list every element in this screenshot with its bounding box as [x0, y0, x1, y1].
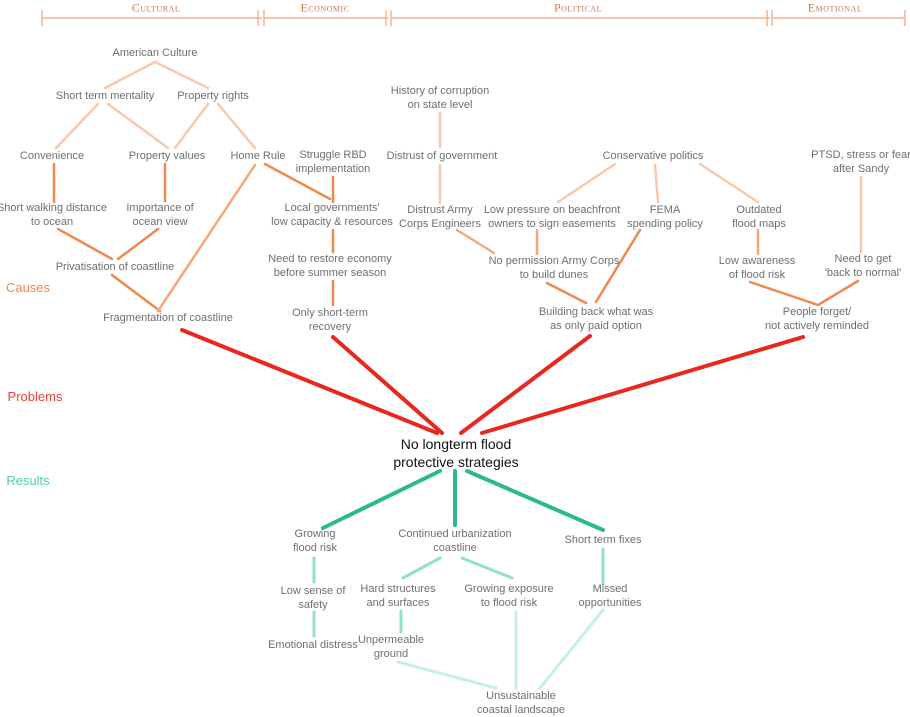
- node-short-term-fixes: Short term fixes: [564, 534, 642, 546]
- edge-8: [56, 227, 114, 261]
- node-local-governments: Local governments' low capacity & resour…: [271, 202, 393, 228]
- node-importance-ocean-view: Importance of ocean view: [126, 202, 194, 228]
- edge-9: [116, 227, 160, 261]
- node-american-culture: American Culture: [112, 47, 198, 59]
- node-continued-urbanization: Continued urbanization coastline: [398, 528, 512, 554]
- node-unsustainable-landscape: Unsustainable coastal landscape: [476, 690, 566, 716]
- node-missed-opportunities: Missed opportunities: [578, 583, 642, 609]
- node-unpermeable-ground: Unpermeable ground: [357, 634, 425, 660]
- edge-3: [106, 102, 170, 150]
- node-property-values: Property values: [128, 150, 206, 162]
- column-label-emotional: Emotional: [807, 0, 863, 15]
- node-distrust-army-corps: Distrust Army Corps Engineers: [399, 204, 481, 230]
- edge-26: [748, 280, 820, 307]
- column-label-economic: Economic: [300, 0, 350, 15]
- edge-1: [153, 60, 210, 90]
- category-label-results: Results: [6, 473, 50, 488]
- node-growing-flood-risk: Growing flood risk: [292, 528, 338, 554]
- node-history-corruption: History of corruption on state level: [390, 85, 490, 111]
- edge-4: [173, 102, 210, 150]
- node-emotional-distress: Emotional distress: [268, 639, 358, 651]
- node-no-permission-army-corps: No permission Army Corps to build dunes: [488, 255, 620, 281]
- node-fragmentation-coastline: Fragmentation of coastline: [103, 312, 233, 324]
- edge-21: [698, 162, 760, 204]
- column-header-bar: [41, 10, 906, 26]
- category-label-causes: Causes: [5, 280, 51, 295]
- node-short-term-mentality: Short term mentality: [55, 90, 155, 102]
- node-outdated-flood-maps: Outdated flood maps: [732, 204, 786, 230]
- edge-20: [653, 163, 660, 204]
- node-hard-structures: Hard structures and surfaces: [360, 583, 436, 609]
- node-no-longterm-strategies: No longterm flood protective strategies: [393, 436, 519, 470]
- edge-42: [396, 660, 498, 690]
- node-low-sense-safety: Low sense of safety: [280, 585, 346, 611]
- edge-0: [103, 60, 157, 90]
- node-restore-economy: Need to restore economy before summer se…: [268, 253, 392, 279]
- node-low-pressure: Low pressure on beachfront owners to sig…: [483, 204, 621, 230]
- edge-24: [545, 281, 588, 305]
- node-fema-policy: FEMA spending policy: [627, 204, 703, 230]
- node-ptsd-stress: PTSD, stress or fear after Sandy: [811, 149, 910, 175]
- edge-39: [460, 556, 514, 580]
- edge-44: [538, 608, 605, 690]
- edge-11: [156, 163, 257, 313]
- edge-30: [331, 335, 444, 435]
- edge-2: [54, 102, 100, 150]
- edge-29: [180, 328, 439, 435]
- edge-38: [401, 556, 442, 580]
- node-distrust-government: Distrust of government: [386, 150, 498, 162]
- edge-23: [594, 228, 642, 304]
- category-label-problems: Problems: [7, 389, 63, 404]
- edge-5: [216, 102, 257, 150]
- edge-32: [480, 335, 805, 435]
- node-back-to-normal: Need to get 'back to normal': [824, 253, 902, 279]
- node-people-forget: People forget/ not actively reminded: [765, 306, 869, 332]
- node-convenience: Convenience: [19, 150, 85, 162]
- node-conservative-politics: Conservative politics: [602, 150, 704, 162]
- node-short-walking-distance: Short walking distance to ocean: [0, 202, 108, 228]
- node-privatisation-coastline: Privatisation of coastline: [55, 261, 175, 273]
- node-growing-exposure: Growing exposure to flood risk: [464, 583, 554, 609]
- node-property-rights: Property rights: [177, 90, 249, 102]
- node-struggle-rbd: Struggle RBD implementation: [295, 149, 371, 175]
- diagram-edges: [52, 60, 863, 690]
- node-short-term-recovery: Only short-term recovery: [292, 307, 368, 333]
- edge-10: [110, 273, 162, 313]
- node-building-back: Building back what was as only paid opti…: [538, 306, 654, 332]
- node-low-awareness: Low awareness of flood risk: [718, 255, 796, 281]
- edge-18: [455, 228, 496, 255]
- edge-31: [459, 334, 592, 435]
- node-home-rule: Home Rule: [230, 150, 286, 162]
- edge-19: [556, 162, 617, 204]
- column-label-political: Political: [553, 0, 603, 15]
- edge-12: [263, 162, 332, 201]
- column-label-cultural: Cultural: [131, 0, 181, 15]
- edge-35: [465, 469, 605, 532]
- edge-33: [321, 469, 442, 530]
- edge-28: [816, 279, 860, 307]
